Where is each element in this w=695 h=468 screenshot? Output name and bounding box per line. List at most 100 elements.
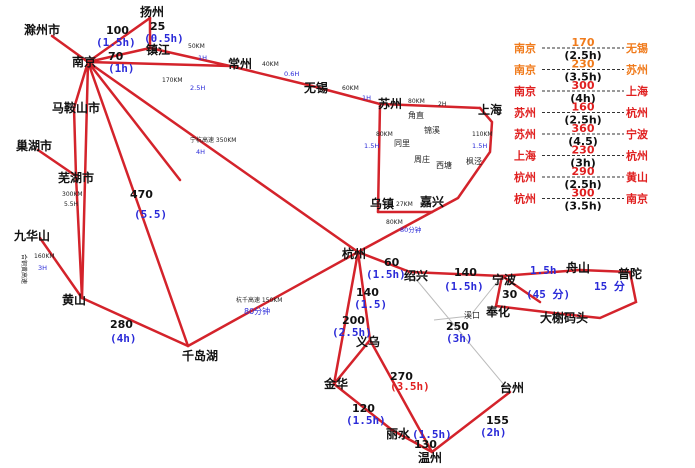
nj-hz-time: 4H <box>196 148 205 156</box>
city-changzhou: 常州 <box>228 56 252 71</box>
link-labels: 100 (1.5h) 25 (0.5h) 70 (1h) 50KM 1H 170… <box>20 20 625 451</box>
town-xikou: 溪口 <box>464 310 480 320</box>
sx-nb-time: (1.5h) <box>444 280 484 293</box>
legend-distance: 290 <box>572 165 595 178</box>
legend-to: 宁波 <box>626 127 649 141</box>
hz-yw-dist: 140 <box>356 286 379 299</box>
city-qiandaohu: 千岛湖 <box>182 348 218 363</box>
hz-qdh-time: 80分钟 <box>244 306 270 316</box>
sx-tz-time: (3h) <box>446 332 473 345</box>
nj-cz-dist: 170KM <box>162 77 183 84</box>
route-shaoxing-taizhou <box>409 271 511 393</box>
cz-wx-time: 0.6H <box>284 70 299 78</box>
route-huangshan-qiandaohu <box>80 296 190 348</box>
route-wuhu-huangshan <box>74 174 84 300</box>
nj-zj-dist: 70 <box>108 50 124 63</box>
route-suzhou-shanghai <box>378 102 482 110</box>
nb-zs-time: 1.5h <box>530 264 557 277</box>
route-nanjing-qiandaohu <box>86 60 190 348</box>
city-chaohu: 巢湖市 <box>15 138 52 153</box>
city-yiwu: 义乌 <box>355 334 380 349</box>
sh-jx-dist: 110KM <box>472 131 493 138</box>
wx-sz-dist: 60KM <box>342 85 359 92</box>
legend-time: (2.5h) <box>564 49 601 62</box>
zj-cz-time: 1H <box>198 54 207 62</box>
town-fengjing: 枫泾 <box>466 156 482 166</box>
city-wuzhen: 乌镇 <box>370 196 394 211</box>
city-suzhou: 苏州 <box>378 96 402 111</box>
town-xitang: 西塘 <box>436 160 452 170</box>
town-tongli: 同里 <box>394 139 410 148</box>
town-jinxi: 锦溪 <box>424 125 440 135</box>
hz-qdh-road: 杭千高速 150KM <box>236 296 282 304</box>
yz-zj-time: (0.5h) <box>144 32 184 45</box>
legend-from: 苏州 <box>514 127 536 141</box>
city-fenghua: 奉化 <box>485 304 510 319</box>
city-shaoxing: 绍兴 <box>404 268 428 283</box>
route-lines <box>36 16 638 454</box>
city-ningbo: 宁波 <box>492 272 517 287</box>
route-hangzhou-jinhua <box>332 250 360 386</box>
legend-to: 黄山 <box>626 170 648 184</box>
route-wuxi-suzhou <box>310 84 382 106</box>
legend-time: (3.5h) <box>564 200 601 213</box>
nj-cz-time: 2.5H <box>190 84 205 92</box>
legend-from: 上海 <box>514 149 536 163</box>
ls-wz-dist: 130 <box>414 438 437 451</box>
legend-distance: 230 <box>572 58 595 71</box>
nb-fh-dist: 30 <box>502 288 518 301</box>
jhs-hs-dist: 160KM <box>34 253 55 260</box>
ls-wz-time: (1.5h) <box>412 428 452 441</box>
jhs-hs-road: 合铜黄高速 <box>20 254 28 284</box>
hz-sx-time: (1.5h) <box>366 268 406 281</box>
yw-wz-time: (3.5h) <box>390 380 430 393</box>
city-lishui: 丽水 <box>386 426 411 441</box>
route-shaoxing-ningbo <box>408 270 504 278</box>
route-daxiematou-putuo <box>560 270 638 320</box>
city-daxiematou: 大榭码头 <box>540 310 588 325</box>
nj-hz-road: 宁杭高速 350KM <box>190 136 236 144</box>
legend-from: 南京 <box>514 63 536 77</box>
route-yiwu-jinhua <box>332 338 372 386</box>
route-ningbo-zhoushan <box>500 268 582 278</box>
city-huangshan: 黄山 <box>62 292 86 307</box>
route-nanjing-maanshan <box>72 60 90 110</box>
route-suzhou-wuzhen <box>376 102 382 214</box>
city-maanshan: 马鞍山市 <box>52 100 100 115</box>
legend-time: (4.5) <box>568 135 598 148</box>
city-labels: 滁州市 扬州 南京 镇江 常州 无锡 苏州 上海 马鞍山市 巢湖市 芜湖市 九华… <box>13 4 642 465</box>
nj-yz-dist: 100 <box>106 24 129 37</box>
route-hangzhou-shaoxing <box>356 250 412 274</box>
route-nanjing-zhenjiang <box>86 46 152 64</box>
yz-zj-dist: 25 <box>150 20 165 33</box>
nj-qdh-time: (5.5) <box>134 208 167 221</box>
legend-to: 南京 <box>626 192 648 206</box>
town-labels: 角直 锦溪 同里 周庄 西塘 枫泾 溪口 <box>394 110 482 320</box>
sz-sh-dist: 80KM <box>408 98 425 105</box>
legend-time: (3.5h) <box>564 71 601 84</box>
route-hangzhou-qiandaohu <box>186 250 360 348</box>
route-changzhou-wuxi <box>228 64 314 88</box>
legend-time: (3h) <box>570 157 596 170</box>
legend-from: 南京 <box>514 41 536 55</box>
city-nanjing: 南京 <box>72 54 96 69</box>
jx-hz-time: 80分钟 <box>400 225 422 234</box>
legend-distance: 170 <box>572 36 595 49</box>
city-hangzhou: 杭州 <box>342 246 366 261</box>
legend-time: (2.5h) <box>564 178 601 191</box>
route-ningbo-fenghua-dash <box>500 274 542 304</box>
tz-wz-time: (2h) <box>480 426 507 439</box>
route-zhoushan-putuo <box>578 268 632 274</box>
nb-dx-time: (45 分) <box>526 287 570 301</box>
hs-qdh-time: (4h) <box>110 332 137 345</box>
route-ningbo-xikou <box>469 275 503 317</box>
legend-to: 上海 <box>626 84 648 98</box>
legend-to: 杭州 <box>626 149 648 163</box>
sz-wz-time: 1.5H <box>364 142 379 150</box>
sz-sh-time: 2H <box>438 101 446 108</box>
